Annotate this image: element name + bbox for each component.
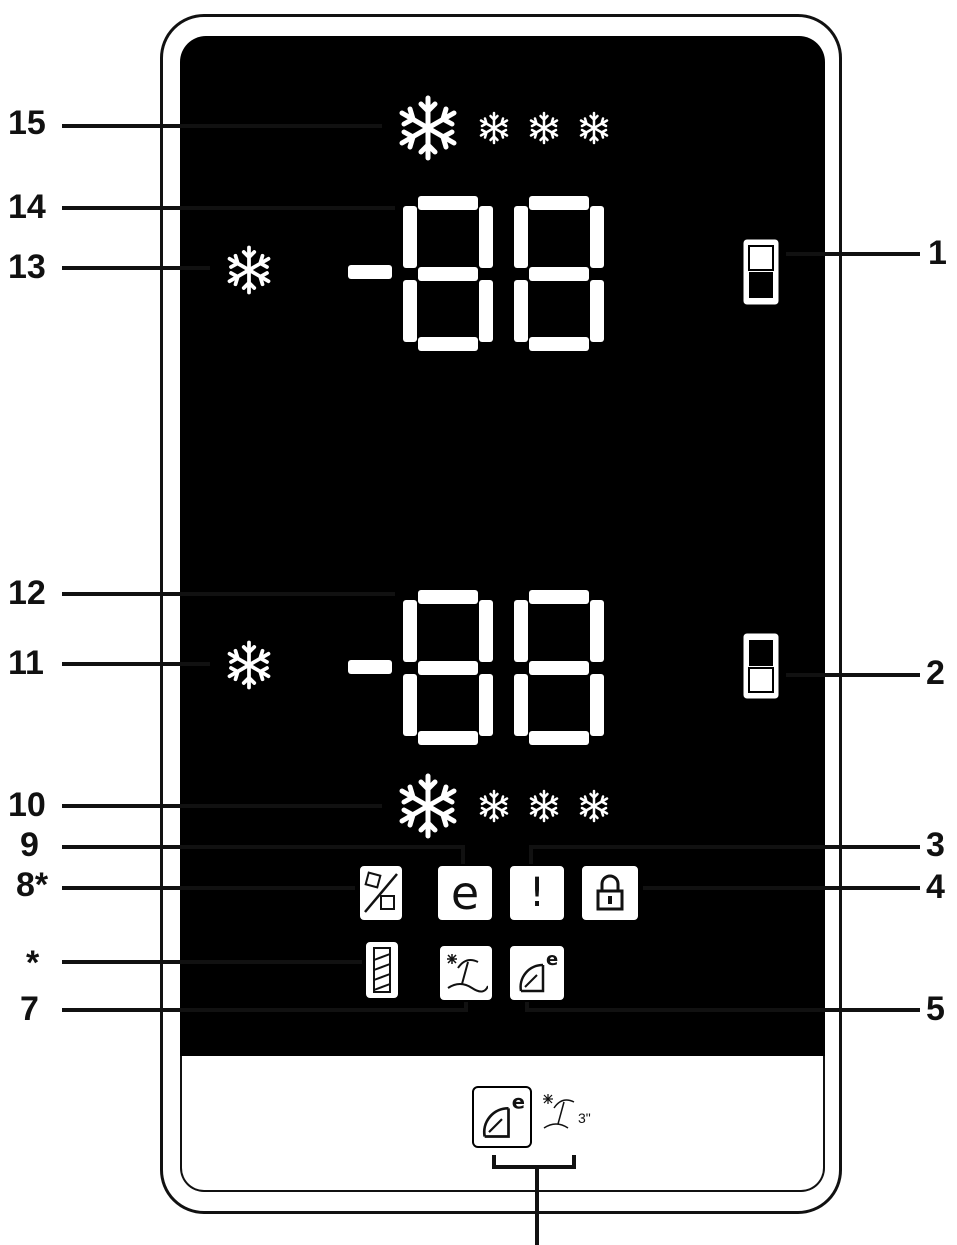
eco-mode-icon: e xyxy=(436,864,494,922)
freezer-snowflake-icon xyxy=(227,640,271,690)
callout-star: * xyxy=(26,944,40,982)
callout-15: 15 xyxy=(8,104,46,142)
snowflake-small-icon xyxy=(529,111,559,145)
callout-8: 8* xyxy=(16,866,49,904)
callout-12: 12 xyxy=(8,574,46,612)
snowflake-small-icon xyxy=(579,789,609,823)
holiday-umbrella-icon xyxy=(543,1094,575,1129)
supercool-snowflake-large-icon xyxy=(402,98,454,158)
callout-2: 2 xyxy=(926,654,945,692)
svg-text:e: e xyxy=(512,1091,525,1113)
minus-segment-lower xyxy=(348,660,392,674)
fridge-snowflake-icon xyxy=(227,245,271,295)
ice-maker-off-icon xyxy=(358,864,404,922)
digit-upper-2 xyxy=(514,196,604,351)
callout-4: 4 xyxy=(926,868,945,906)
snowflake-small-icon xyxy=(529,789,559,823)
holiday-button[interactable]: 3" xyxy=(540,1090,610,1140)
lock-icon xyxy=(580,864,640,922)
hold-duration-label: 3" xyxy=(578,1110,591,1126)
compartment-indicator-freezer-icon xyxy=(740,630,782,702)
snowflake-small-icon xyxy=(579,111,609,145)
eco-timer-button[interactable]: e xyxy=(472,1086,532,1148)
svg-text:e: e xyxy=(546,949,558,970)
callout-1: 1 xyxy=(928,234,947,272)
bottle-cooling-icon xyxy=(364,940,400,1000)
callout-3: 3 xyxy=(926,826,945,864)
digit-lower-1 xyxy=(403,590,493,745)
digit-lower-2 xyxy=(514,590,604,745)
compartment-indicator-fridge-icon xyxy=(740,236,782,308)
callout-10: 10 xyxy=(8,786,46,824)
callout-5: 5 xyxy=(926,990,945,1028)
callout-11: 11 xyxy=(8,644,44,682)
callout-7: 7 xyxy=(20,990,39,1028)
minus-segment-upper xyxy=(348,265,392,279)
callout-14: 14 xyxy=(8,188,46,226)
callout-9: 9 xyxy=(20,826,39,864)
snowflake-small-icon xyxy=(479,111,509,145)
snowflake-small-icon xyxy=(479,789,509,823)
eco-timer-icon: e xyxy=(508,944,566,1002)
callout-13: 13 xyxy=(8,248,46,286)
alarm-icon: ! xyxy=(508,864,566,922)
holiday-mode-icon xyxy=(438,944,494,1002)
superfreeze-snowflake-large-icon xyxy=(402,776,454,836)
digit-upper-1 xyxy=(403,196,493,351)
